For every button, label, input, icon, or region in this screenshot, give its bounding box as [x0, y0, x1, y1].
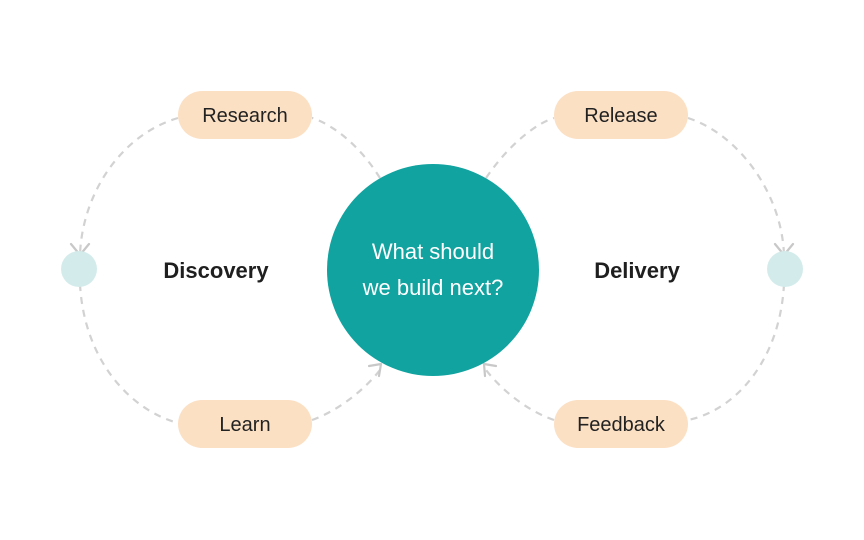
discovery-label: Discovery [163, 258, 269, 283]
central-circle [327, 164, 539, 376]
delivery-node-dot [767, 251, 803, 287]
discovery-connector-top [311, 116, 381, 179]
delivery-connector-top-right [687, 116, 786, 256]
delivery-connector-top [485, 116, 555, 179]
central-question-line2: we build next? [362, 275, 504, 300]
discovery-loop [61, 116, 383, 425]
discovery-connector-bottom-left [78, 283, 179, 425]
delivery-connector-bottom-right [687, 283, 786, 422]
delivery-label: Delivery [594, 258, 680, 283]
step-feedback-label: Feedback [577, 414, 666, 436]
discovery-connector-top-left [78, 116, 179, 256]
arrow-up-right-icon [367, 362, 383, 378]
step-learn-label: Learn [219, 414, 270, 436]
central-question: What should we build next? [327, 164, 539, 376]
step-research: Research [178, 91, 312, 139]
discovery-node-dot [61, 251, 97, 287]
step-release-label: Release [584, 105, 657, 127]
discovery-connector-bottom [311, 369, 381, 422]
step-feedback: Feedback [554, 400, 688, 448]
step-release: Release [554, 91, 688, 139]
delivery-loop [482, 116, 803, 422]
arrow-up-left-icon [482, 362, 498, 378]
central-question-line1: What should [372, 239, 494, 264]
step-research-label: Research [202, 105, 288, 127]
step-learn: Learn [178, 400, 312, 448]
delivery-connector-bottom [485, 369, 555, 422]
